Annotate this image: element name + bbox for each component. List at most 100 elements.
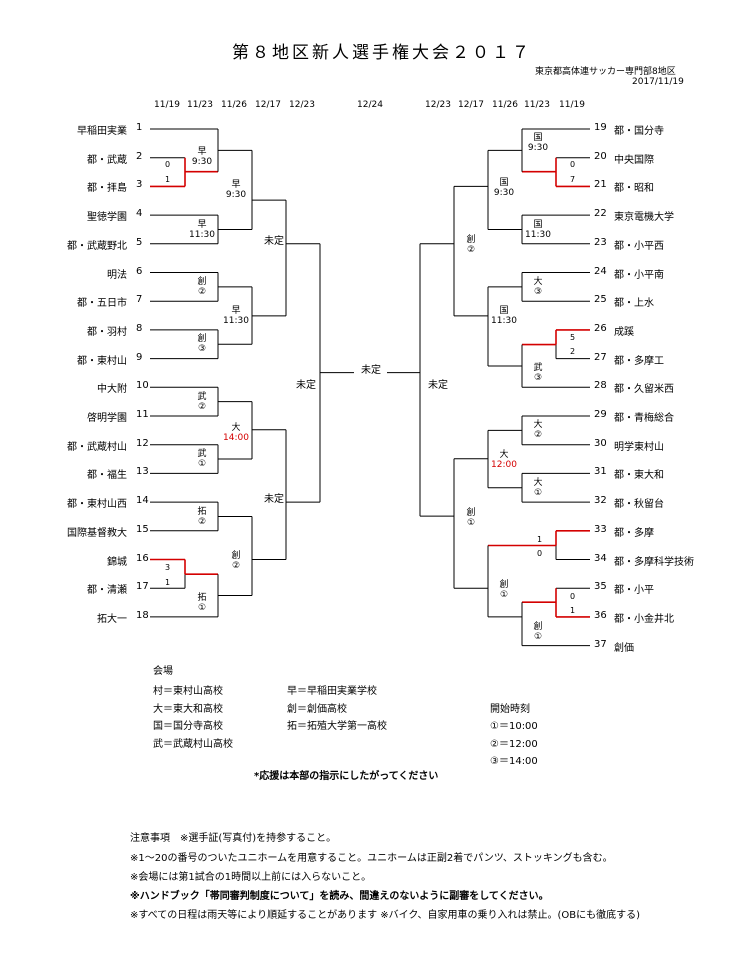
right-team-name: 都・久留米西	[614, 384, 674, 396]
right-team-name: 都・国分寺	[614, 126, 664, 137]
left-team-number: 6	[136, 265, 143, 277]
right-team-name: 都・小平西	[614, 240, 664, 252]
left-team-name: 都・武蔵	[87, 154, 127, 166]
right-team-name: 創価	[614, 642, 634, 654]
left-team-name: 中大附	[97, 384, 127, 396]
score: 2	[570, 347, 576, 356]
right-team-name: 都・小平	[614, 585, 654, 597]
right-team-name: 都・昭和	[614, 183, 654, 195]
undecided-label: 未定	[296, 380, 316, 391]
undecided-label: 未定	[361, 365, 381, 376]
left-team-name: 聖徳学園	[87, 212, 127, 224]
score: 1	[537, 535, 543, 544]
note-line: ※ハンドブック「帯同審判制度について」を読み、間違えのないように副審をしてくださ…	[130, 891, 549, 902]
left-team-name: 都・武蔵野北	[67, 240, 127, 252]
left-team-name: 都・拝島	[87, 183, 127, 195]
left-team-name: 国際基督教大	[67, 527, 127, 539]
score: 1	[165, 175, 171, 184]
start-time: ①＝10:00	[490, 721, 538, 732]
note-line: ※1～20の番号のついたユニホームを用意すること。ユニホームは正副2着でパンツ、…	[130, 853, 613, 864]
right-team-number: 35	[594, 581, 607, 593]
right-team-name: 東京電機大学	[614, 212, 674, 224]
date-r2: 12/17	[458, 100, 484, 110]
score: 0	[570, 160, 576, 169]
right-team-number: 22	[594, 208, 607, 220]
left-team-number: 18	[136, 609, 149, 621]
left-team-number: 7	[136, 294, 143, 306]
venue-heading: 会場	[153, 666, 173, 677]
date-r4: 11/23	[524, 100, 550, 110]
date-l4: 12/17	[255, 100, 281, 110]
left-team-name: 都・武蔵村山	[67, 441, 127, 453]
right-team-number: 32	[594, 495, 607, 507]
right-team-number: 19	[594, 122, 607, 133]
right-team-name: 明学東村山	[614, 441, 664, 453]
left-team-number: 17	[136, 581, 149, 593]
date-l1: 11/19	[154, 100, 180, 110]
right-team-number: 25	[594, 294, 607, 306]
left-team-number: 8	[136, 322, 143, 334]
date-l5: 12/23	[289, 100, 315, 110]
undecided-label: 未定	[264, 236, 284, 247]
right-team-number: 23	[594, 236, 607, 248]
venue-item: 国＝国分寺高校	[153, 721, 223, 732]
right-team-number: 30	[594, 437, 607, 449]
right-team-name: 都・秋留台	[614, 499, 664, 511]
left-team-name: 啓明学園	[87, 413, 127, 424]
left-team-number: 3	[136, 179, 143, 191]
left-team-name: 明法	[107, 269, 127, 281]
right-team-name: 都・小平南	[614, 269, 664, 281]
right-team-number: 29	[594, 409, 607, 420]
score: 0	[570, 592, 576, 601]
left-team-name: 錦城	[107, 556, 127, 568]
right-team-number: 26	[594, 322, 607, 334]
score: 3	[165, 563, 171, 572]
venue-item: 武＝武蔵村山高校	[153, 739, 233, 750]
right-team-name: 都・多摩工	[614, 355, 664, 367]
score: 0	[165, 160, 171, 169]
venue-item: 創＝創価高校	[287, 704, 347, 715]
date-l2: 11/23	[187, 100, 213, 110]
left-team-number: 5	[136, 236, 143, 248]
right-team-number: 34	[594, 552, 607, 564]
note-line: 注意事項 ※選手証(写真付)を持参すること。	[130, 833, 337, 844]
venue-item: 拓＝拓殖大学第一高校	[287, 721, 387, 732]
right-team-name: 都・上水	[614, 298, 654, 310]
right-team-name: 都・東大和	[614, 470, 664, 482]
left-team-number: 10	[136, 380, 149, 392]
right-team-number: 20	[594, 150, 607, 162]
date-r5: 11/19	[559, 100, 585, 110]
score: 1	[570, 606, 576, 615]
left-team-name: 早稲田実業	[77, 126, 127, 137]
undecided-label: 未定	[428, 380, 448, 391]
left-team-name: 都・五日市	[77, 298, 127, 310]
date-l3: 11/26	[221, 100, 247, 110]
right-team-number: 24	[594, 265, 607, 277]
note-line: ※会場には第1試合の1時間以上前には入らないこと。	[130, 872, 372, 883]
left-team-number: 4	[136, 208, 143, 220]
left-team-number: 9	[136, 351, 143, 363]
right-team-number: 21	[594, 179, 607, 191]
left-team-name: 拓大一	[97, 613, 127, 625]
score: 0	[537, 549, 543, 558]
venue-item: 大＝東大和高校	[153, 704, 223, 715]
score: 7	[570, 175, 576, 184]
